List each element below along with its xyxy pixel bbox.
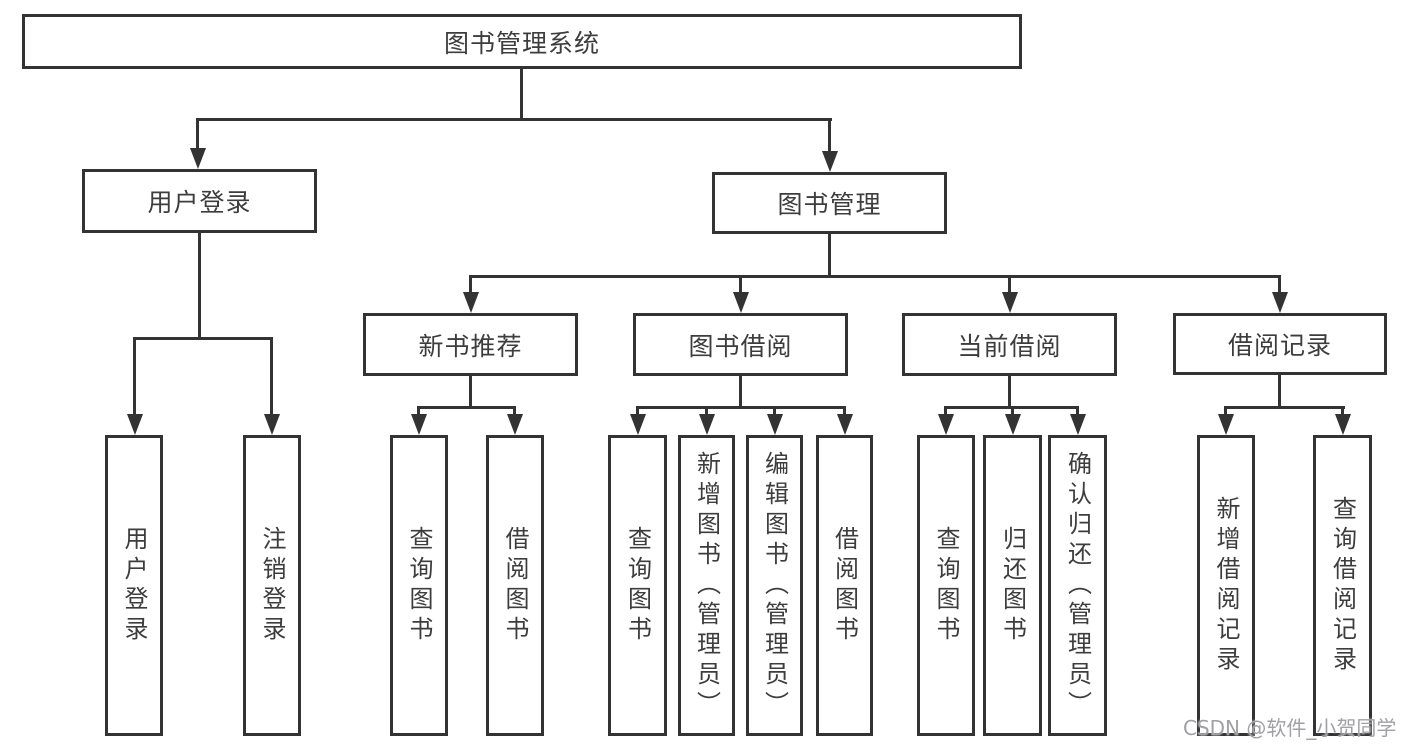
node-book-management: 图书管理 <box>712 172 947 234</box>
connector-line <box>773 406 776 416</box>
connector-line <box>1278 374 1281 406</box>
connector-line <box>636 406 846 409</box>
arrowhead-down-icon <box>1272 292 1288 313</box>
arrowhead-down-icon <box>264 414 280 435</box>
leaf-query-books-current: 查询图书 <box>917 435 975 736</box>
arrowhead-down-icon <box>190 148 206 169</box>
leaf-return-books: 归还图书 <box>983 435 1042 736</box>
leaf-add-borrow-record: 新增借阅记录 <box>1197 435 1255 736</box>
connector-line <box>469 275 1281 278</box>
connector-line <box>1224 406 1227 416</box>
leaf-query-books-recommend: 查询图书 <box>390 435 448 736</box>
connector-line <box>469 376 472 406</box>
csdn-watermark: CSDN @软件_小贺同学 <box>1183 716 1397 740</box>
leaf-label: 查询图书 <box>405 525 433 646</box>
connector-line <box>133 337 273 340</box>
connector-line <box>198 233 201 337</box>
connector-line <box>513 406 516 416</box>
leaf-label: 查询图书 <box>623 525 652 646</box>
connector-line <box>417 406 420 416</box>
connector-line <box>1076 406 1079 416</box>
node-current-borrowing: 当前借阅 <box>902 313 1117 376</box>
connector-line <box>739 376 742 406</box>
connector-line <box>1008 376 1011 406</box>
connector-line <box>1278 275 1281 295</box>
node-library-management-system: 图书管理系统 <box>22 14 1022 69</box>
connector-line <box>520 69 523 118</box>
arrowhead-down-icon <box>1335 414 1351 435</box>
leaf-label: 确认归还（管理员） <box>1063 450 1092 721</box>
arrowhead-down-icon <box>767 414 783 435</box>
leaf-edit-books-admin: 编辑图书（管理员） <box>746 435 803 736</box>
leaf-label: 借阅图书 <box>501 525 529 646</box>
connector-line <box>1341 406 1344 416</box>
leaf-label: 新增借阅记录 <box>1212 495 1240 676</box>
connector-line <box>270 337 273 417</box>
connector-line <box>1011 406 1014 416</box>
connector-line <box>196 118 832 121</box>
connector-line <box>636 406 639 416</box>
leaf-label: 查询借阅记录 <box>1328 495 1357 676</box>
arrowhead-down-icon <box>507 414 523 435</box>
connector-line <box>417 406 516 409</box>
leaf-label: 借阅图书 <box>830 525 859 646</box>
leaf-add-books-admin: 新增图书（管理员） <box>678 435 735 736</box>
arrowhead-down-icon <box>938 414 954 435</box>
leaf-user-login: 用户登录 <box>105 435 163 736</box>
connector-line <box>843 406 846 416</box>
arrowhead-down-icon <box>1070 414 1086 435</box>
connector-line <box>1008 275 1011 295</box>
leaf-label: 编辑图书（管理员） <box>760 450 789 721</box>
arrowhead-down-icon <box>463 292 479 313</box>
arrowhead-down-icon <box>822 151 838 172</box>
leaf-logout: 注销登录 <box>243 435 301 736</box>
connector-line <box>469 275 472 295</box>
arrowhead-down-icon <box>127 414 143 435</box>
arrowhead-down-icon <box>699 414 715 435</box>
arrowhead-down-icon <box>1002 292 1018 313</box>
node-book-borrowing: 图书借阅 <box>633 313 848 376</box>
node-user-login: 用户登录 <box>82 169 317 233</box>
connector-line <box>828 234 831 275</box>
leaf-label: 注销登录 <box>258 525 286 646</box>
arrowhead-down-icon <box>1005 414 1021 435</box>
leaf-label: 归还图书 <box>998 525 1027 646</box>
leaf-query-borrow-record: 查询借阅记录 <box>1313 435 1372 736</box>
arrowhead-down-icon <box>837 414 853 435</box>
connector-line <box>133 337 136 417</box>
arrowhead-down-icon <box>630 414 646 435</box>
connector-line <box>705 406 708 416</box>
leaf-confirm-return-admin: 确认归还（管理员） <box>1048 435 1107 736</box>
leaf-borrow-books-borrowing: 借阅图书 <box>816 435 873 736</box>
node-borrowing-records: 借阅记录 <box>1173 313 1387 375</box>
connector-line <box>828 118 831 154</box>
leaf-label: 查询图书 <box>932 525 960 646</box>
node-new-book-recommendation: 新书推荐 <box>363 313 578 376</box>
leaf-query-books-borrowing: 查询图书 <box>608 435 667 736</box>
connector-line <box>1224 406 1345 409</box>
leaf-label: 用户登录 <box>120 525 148 646</box>
arrowhead-down-icon <box>1218 414 1234 435</box>
arrowhead-down-icon <box>411 414 427 435</box>
connector-line <box>739 275 742 295</box>
connector-line <box>944 406 947 416</box>
connector-line <box>196 118 199 150</box>
arrowhead-down-icon <box>733 292 749 313</box>
leaf-borrow-books-recommend: 借阅图书 <box>486 435 544 736</box>
leaf-label: 新增图书（管理员） <box>692 450 721 721</box>
